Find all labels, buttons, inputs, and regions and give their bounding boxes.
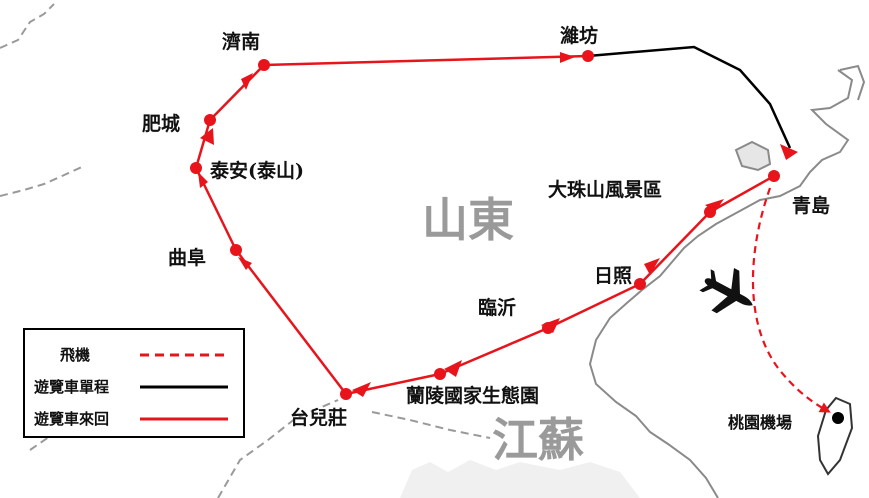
- peninsula-outline: [839, 64, 866, 101]
- dot-dazhushan: [704, 206, 716, 218]
- city-label-taian: 泰安(泰山): [209, 159, 304, 182]
- dot-weifang: [582, 50, 594, 62]
- arrow-to-jinan: [241, 73, 253, 90]
- legend-label-bus-round-trip: 遊覽車來回: [34, 410, 109, 428]
- bus-one-way-route: [587, 45, 792, 149]
- direction-arrows: [198, 52, 798, 397]
- segment-jinan-weifang: [263, 54, 589, 67]
- city-label-rizhao: 日照: [594, 265, 632, 287]
- dot-feicheng: [204, 114, 216, 126]
- dot-linyi: [542, 322, 554, 334]
- region-label-shandong: 山東: [422, 193, 514, 247]
- dot-jinan: [258, 59, 270, 71]
- segment-taian-feicheng: [194, 119, 212, 169]
- background-geography: [0, 3, 866, 498]
- province-border-west: [0, 165, 85, 197]
- city-label-taoyuan-airport: 桃園機場: [728, 413, 792, 432]
- arrow-to-lanling: [444, 360, 462, 377]
- arrow-to-dazhushan: [705, 199, 724, 212]
- airplane-icon: [699, 267, 753, 314]
- arrow-to-weifang: [560, 52, 575, 63]
- city-label-dazhushan: 大珠山風景區: [548, 178, 662, 201]
- arrow-to-taian: [198, 172, 208, 188]
- city-label-feicheng: 肥城: [142, 112, 180, 135]
- city-label-lanling: 蘭陵國家生態園: [406, 384, 539, 407]
- legend-label-flight: 飛機: [59, 346, 90, 364]
- city-dots: [190, 50, 780, 400]
- dot-qingdao: [768, 170, 780, 182]
- segment-feicheng-jinan: [209, 64, 265, 121]
- dot-taoyuan-airport: [832, 412, 844, 424]
- segment-rizhao-linyi: [547, 282, 641, 330]
- flight-route: [751, 187, 831, 413]
- arrow-to-qufu: [238, 257, 252, 270]
- arrow-to-taierzhuang: [352, 382, 371, 397]
- segment-taierzhuang-qufu: [235, 249, 347, 395]
- city-label-qingdao: 青島: [792, 194, 830, 217]
- arrow-to-feicheng: [200, 128, 214, 145]
- dot-lanling: [434, 368, 446, 380]
- province-border-south: [217, 399, 339, 498]
- segment-qingdao-dazhushan: [709, 174, 775, 214]
- arrow-to-qingdao: [780, 144, 798, 160]
- legend-label-bus-one-way: 遊覽車單程: [34, 378, 109, 396]
- dot-taian: [190, 162, 202, 174]
- province-border-jiangsu: [371, 411, 491, 439]
- city-label-taierzhuang: 台兒莊: [290, 406, 347, 429]
- city-label-qufu: 曲阜: [168, 246, 206, 269]
- region-label-jiangsu: 江蘇: [492, 413, 584, 467]
- city-label-linyi: 臨沂: [478, 296, 516, 319]
- legend: 飛機 遊覽車單程 遊覽車來回: [23, 328, 245, 438]
- jiaozhou-bay: [734, 140, 772, 172]
- distant-hills: [400, 460, 640, 498]
- dot-rizhao: [634, 278, 646, 290]
- taiwan-island: [816, 396, 854, 476]
- city-label-weifang: 濰坊: [560, 24, 598, 47]
- province-border-northwest: [0, 3, 55, 49]
- arrow-to-rizhao: [644, 258, 660, 275]
- city-label-jinan: 濟南: [222, 30, 260, 53]
- dot-qufu: [230, 244, 242, 256]
- coastline-shandong: [588, 69, 854, 498]
- dot-taierzhuang: [340, 388, 352, 400]
